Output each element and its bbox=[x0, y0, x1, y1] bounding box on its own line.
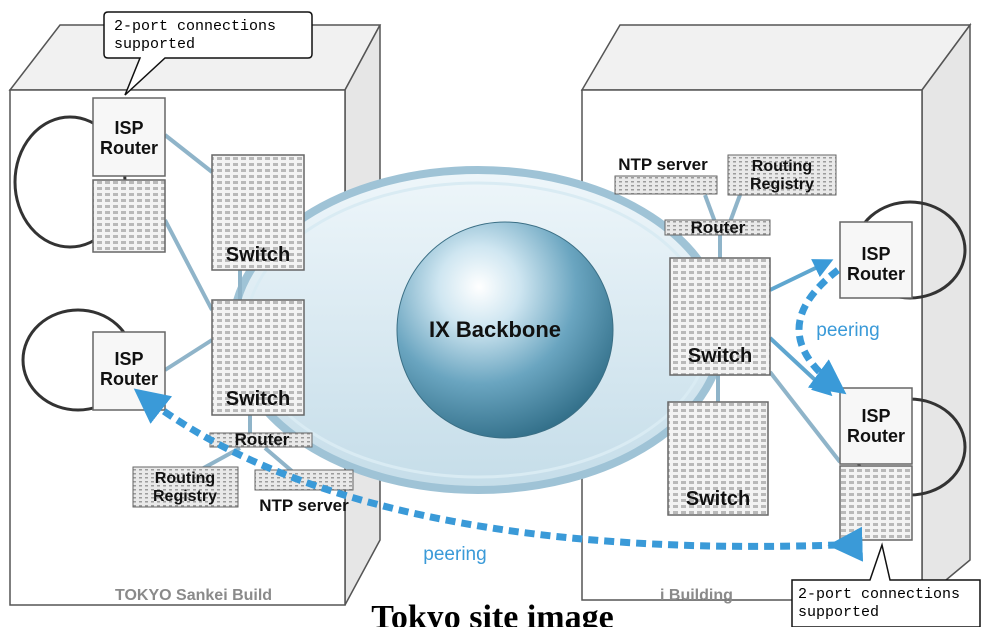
left-ntp-server-box bbox=[254, 469, 354, 491]
link-rack-switch2 bbox=[163, 219, 214, 311]
right-isp-router-1-line1: ISP bbox=[861, 244, 890, 264]
left-switch-1 bbox=[211, 154, 305, 271]
link-isp1-switch1 bbox=[163, 133, 214, 174]
left-building-name: TOKYO Sankei Build bbox=[115, 587, 272, 604]
right-isp-router-2-line2: Router bbox=[847, 426, 905, 446]
peering-label-bottom: peering bbox=[423, 544, 486, 565]
peering-label-right: peering bbox=[816, 320, 879, 341]
right-isp-router-2-line1: ISP bbox=[861, 406, 890, 426]
left-isp-router-1-line2: Router bbox=[100, 138, 158, 158]
link-isp2-switch2 bbox=[163, 338, 214, 372]
left-routing-registry-line2: Registry bbox=[153, 488, 217, 505]
left-rack-unit bbox=[92, 179, 166, 253]
right-routing-registry-line1: Routing bbox=[752, 158, 812, 175]
callout-bottom: 2-port connections supported bbox=[791, 542, 981, 627]
right-router-label: Router bbox=[691, 218, 746, 237]
left-isp-router-2-line2: Router bbox=[100, 369, 158, 389]
peering-arrow-bottom bbox=[133, 388, 864, 562]
right-ntp-server-label: NTP server bbox=[618, 155, 708, 174]
diagram-caption: Tokyo site image bbox=[371, 599, 614, 627]
ix-backbone-label: IX Backbone bbox=[429, 317, 561, 342]
right-routing-registry-line2: Registry bbox=[750, 176, 814, 193]
right-switch-2-label: Switch bbox=[686, 488, 750, 510]
left-router-label: Router bbox=[235, 430, 290, 449]
left-switch-2-label: Switch bbox=[226, 388, 290, 410]
right-switch-1 bbox=[669, 257, 771, 376]
right-isp-router-1-line2: Router bbox=[847, 264, 905, 284]
right-building-name: i Building bbox=[660, 587, 733, 604]
left-switch-1-label: Switch bbox=[226, 244, 290, 266]
peering-arrows bbox=[133, 267, 864, 562]
left-ntp-server-label: NTP server bbox=[259, 496, 349, 515]
left-isp-router-1-line1: ISP bbox=[114, 118, 143, 138]
link-ntp-router-right bbox=[703, 194, 717, 223]
callout-top: 2-port connections supported bbox=[103, 11, 313, 96]
callout-top-line2: supported bbox=[114, 36, 195, 53]
left-isp-router-2-line1: ISP bbox=[114, 349, 143, 369]
right-routing-registry bbox=[727, 154, 837, 196]
left-isp-router-1 bbox=[92, 97, 166, 177]
right-router bbox=[664, 219, 771, 236]
left-routing-registry-line1: Routing bbox=[155, 470, 215, 487]
right-ntp-server-box bbox=[614, 175, 718, 195]
right-switch-1-label: Switch bbox=[688, 345, 752, 367]
callout-top-line1: 2-port connections bbox=[114, 18, 276, 35]
callout-bottom-line1: 2-port connections bbox=[798, 586, 960, 603]
link-switch-isp1-right bbox=[769, 259, 834, 292]
peering-arrow-right bbox=[795, 267, 847, 395]
right-isp-router-1 bbox=[839, 221, 913, 299]
callout-bottom-line2: supported bbox=[798, 604, 879, 621]
link-registry-router-right bbox=[728, 194, 742, 223]
right-rack-unit bbox=[839, 465, 913, 541]
